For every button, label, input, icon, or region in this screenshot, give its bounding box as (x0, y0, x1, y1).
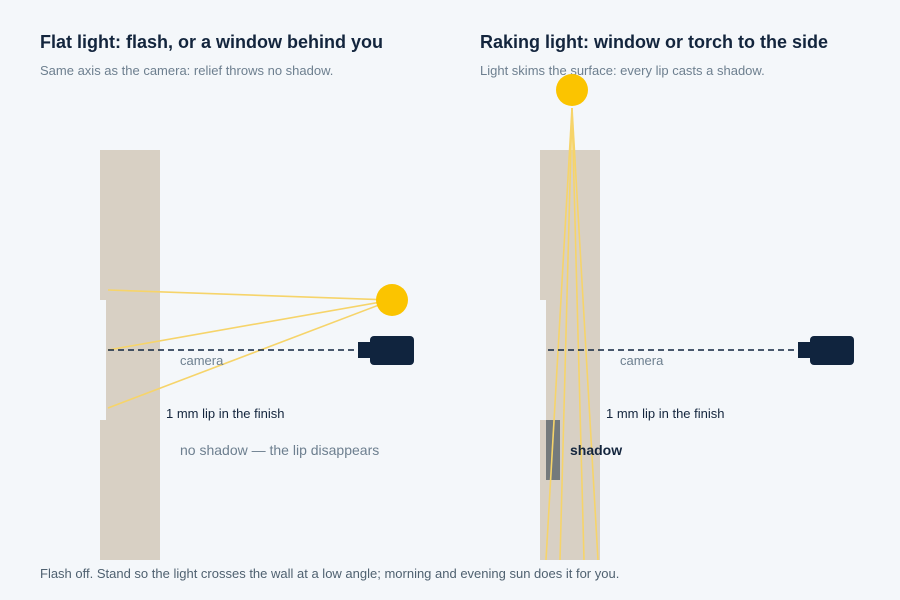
right-shadow-label: shadow (570, 442, 622, 458)
left-ray (107, 299, 393, 409)
right-ray (571, 107, 585, 561)
left-panel-title: Flat light: flash, or a window behind yo… (40, 32, 383, 52)
right-ray (545, 107, 573, 561)
right-panel-title: Raking light: window or torch to the sid… (480, 32, 828, 52)
footer-note: Flash off. Stand so the light crosses th… (40, 566, 620, 581)
right-wall-lip-band (546, 300, 600, 420)
left-no-shadow-note: no shadow — the lip disappears (180, 442, 379, 458)
left-panel-subtitle: Same axis as the camera: relief throws n… (40, 63, 334, 78)
right-ray (571, 107, 599, 561)
right-camera-icon (798, 336, 854, 365)
left-ray (107, 299, 393, 351)
right-lip-label: 1 mm lip in the finish (606, 406, 725, 421)
left-ray (107, 289, 393, 301)
left-wall-upper (100, 150, 160, 300)
left-sun-circle-icon (376, 284, 408, 316)
left-camera-label: camera (180, 353, 224, 368)
left-diagram: camera 1 mm lip in the finish no shadow … (100, 150, 414, 560)
right-light-rays (545, 107, 599, 561)
right-ray (559, 107, 573, 561)
right-sun-circle-icon (556, 74, 588, 106)
left-camera-icon (358, 336, 414, 365)
left-wall-lower (100, 420, 160, 560)
right-camera-label: camera (620, 353, 664, 368)
right-panel-subtitle: Light skims the surface: every lip casts… (480, 63, 765, 78)
left-light-rays (107, 289, 393, 409)
left-lip-label: 1 mm lip in the finish (166, 406, 285, 421)
left-wall-lip-band (106, 300, 160, 420)
right-diagram: camera 1 mm lip in the finish shadow (540, 74, 854, 561)
